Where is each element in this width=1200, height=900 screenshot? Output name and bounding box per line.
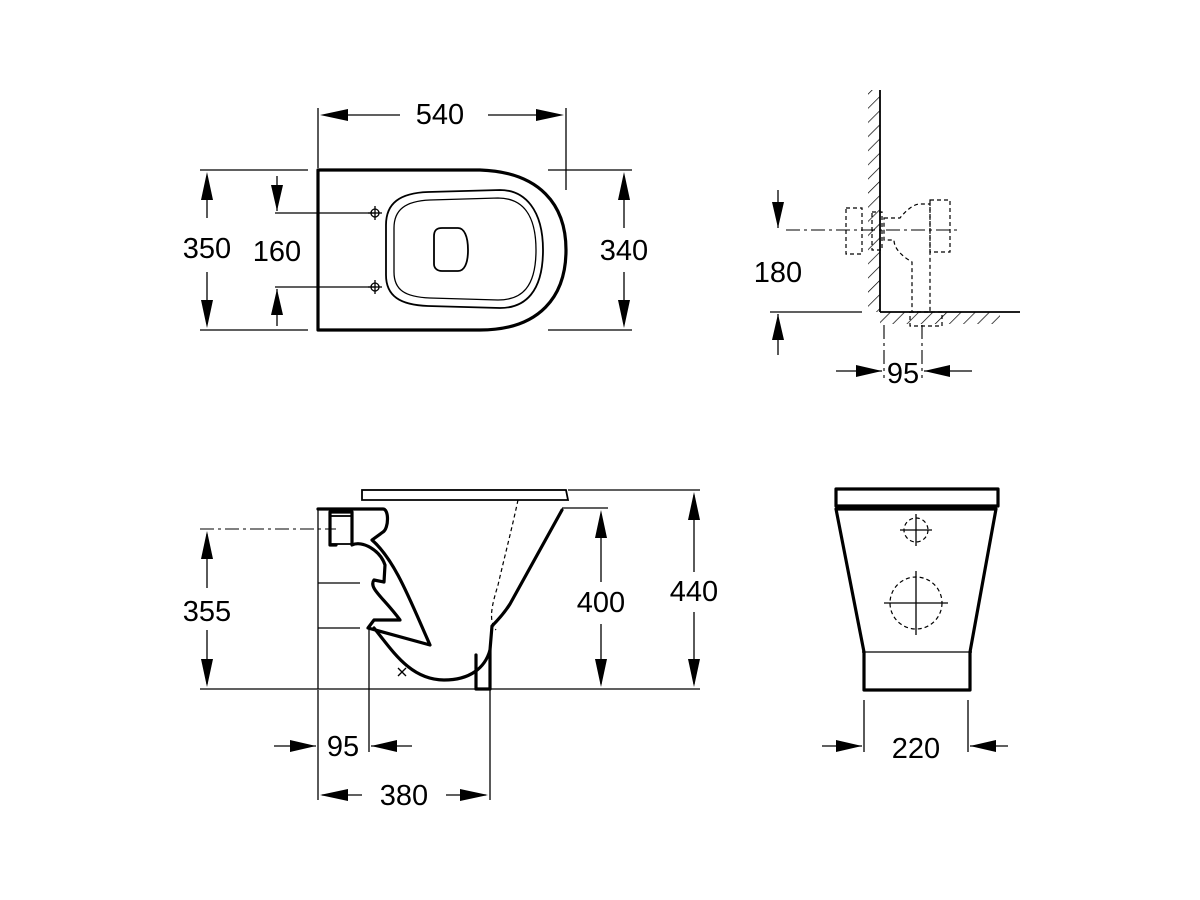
arrowhead — [688, 659, 700, 687]
side-view: 355 400 440 95 380 — [183, 489, 718, 812]
arrowhead — [460, 789, 488, 801]
rear-view: 220 — [822, 487, 1008, 765]
bowl-outline-top — [316, 168, 568, 332]
arrowhead — [201, 300, 213, 328]
collar — [871, 211, 883, 251]
outlet-hole-icon — [884, 571, 948, 635]
arrowhead — [970, 740, 996, 752]
dim-label-rim-height: 400 — [577, 587, 625, 619]
arrowhead — [688, 492, 700, 520]
bowl-wall-outline — [317, 509, 490, 690]
seat-inner-outline — [393, 197, 537, 301]
arrowhead — [618, 172, 630, 200]
dim-label-outlet-offset: 95 — [887, 358, 919, 390]
arrowhead — [201, 659, 213, 687]
dim-label-seat-height: 440 — [670, 576, 718, 608]
inlet-hole-icon — [900, 514, 932, 546]
hidden-rim-line — [490, 499, 519, 631]
dim-label-outlet-depth: 95 — [327, 731, 359, 763]
dim-label-base-depth: 380 — [380, 780, 428, 812]
arrowhead — [595, 510, 607, 538]
arrowhead — [536, 109, 564, 121]
fixing-hole-icon — [368, 280, 382, 294]
seat-lid-side — [361, 489, 570, 501]
dim-label-inlet-height: 355 — [183, 596, 231, 628]
arrowhead — [618, 300, 630, 328]
inlet-connector — [329, 515, 353, 545]
arrowhead — [371, 740, 397, 752]
bowl-profile-side — [316, 507, 432, 647]
fixing-hole-icon — [368, 206, 382, 220]
arrowhead — [201, 531, 213, 559]
pipe-socket — [929, 199, 951, 253]
fixing-point-icon — [397, 667, 407, 677]
arrowhead — [772, 314, 784, 340]
arrowhead — [271, 185, 283, 211]
dim-label-length: 540 — [416, 99, 464, 131]
arrowhead — [595, 659, 607, 687]
wall-flange — [845, 207, 863, 255]
arrowhead — [772, 202, 784, 228]
seat-lid-rear — [834, 487, 1000, 508]
floor-outlet — [909, 311, 943, 327]
top-view: 540 350 160 340 — [183, 99, 648, 332]
dim-label-base-width: 220 — [892, 733, 940, 765]
arrowhead — [320, 789, 348, 801]
outlet-profile — [474, 648, 492, 691]
wall-section-view: 180 95 — [754, 90, 1020, 390]
floor-hatch — [880, 312, 1000, 324]
arrowhead — [320, 109, 348, 121]
dim-label-width-total: 350 — [183, 233, 231, 265]
dim-label-fixing-spacing: 160 — [253, 236, 301, 268]
dim-label-outlet-height: 180 — [754, 257, 802, 289]
pipe-bend — [883, 203, 931, 313]
arrowhead — [290, 740, 316, 752]
arrowhead — [271, 289, 283, 315]
arrowhead — [836, 740, 862, 752]
wall-hatch — [868, 90, 880, 312]
dim-label-width-body: 340 — [600, 235, 648, 267]
bowl-opening — [433, 227, 469, 272]
trapway-profile — [372, 508, 564, 682]
arrowhead — [201, 172, 213, 200]
arrowhead — [924, 365, 950, 377]
seat-outline-top — [385, 189, 544, 309]
arrowhead — [856, 365, 882, 377]
